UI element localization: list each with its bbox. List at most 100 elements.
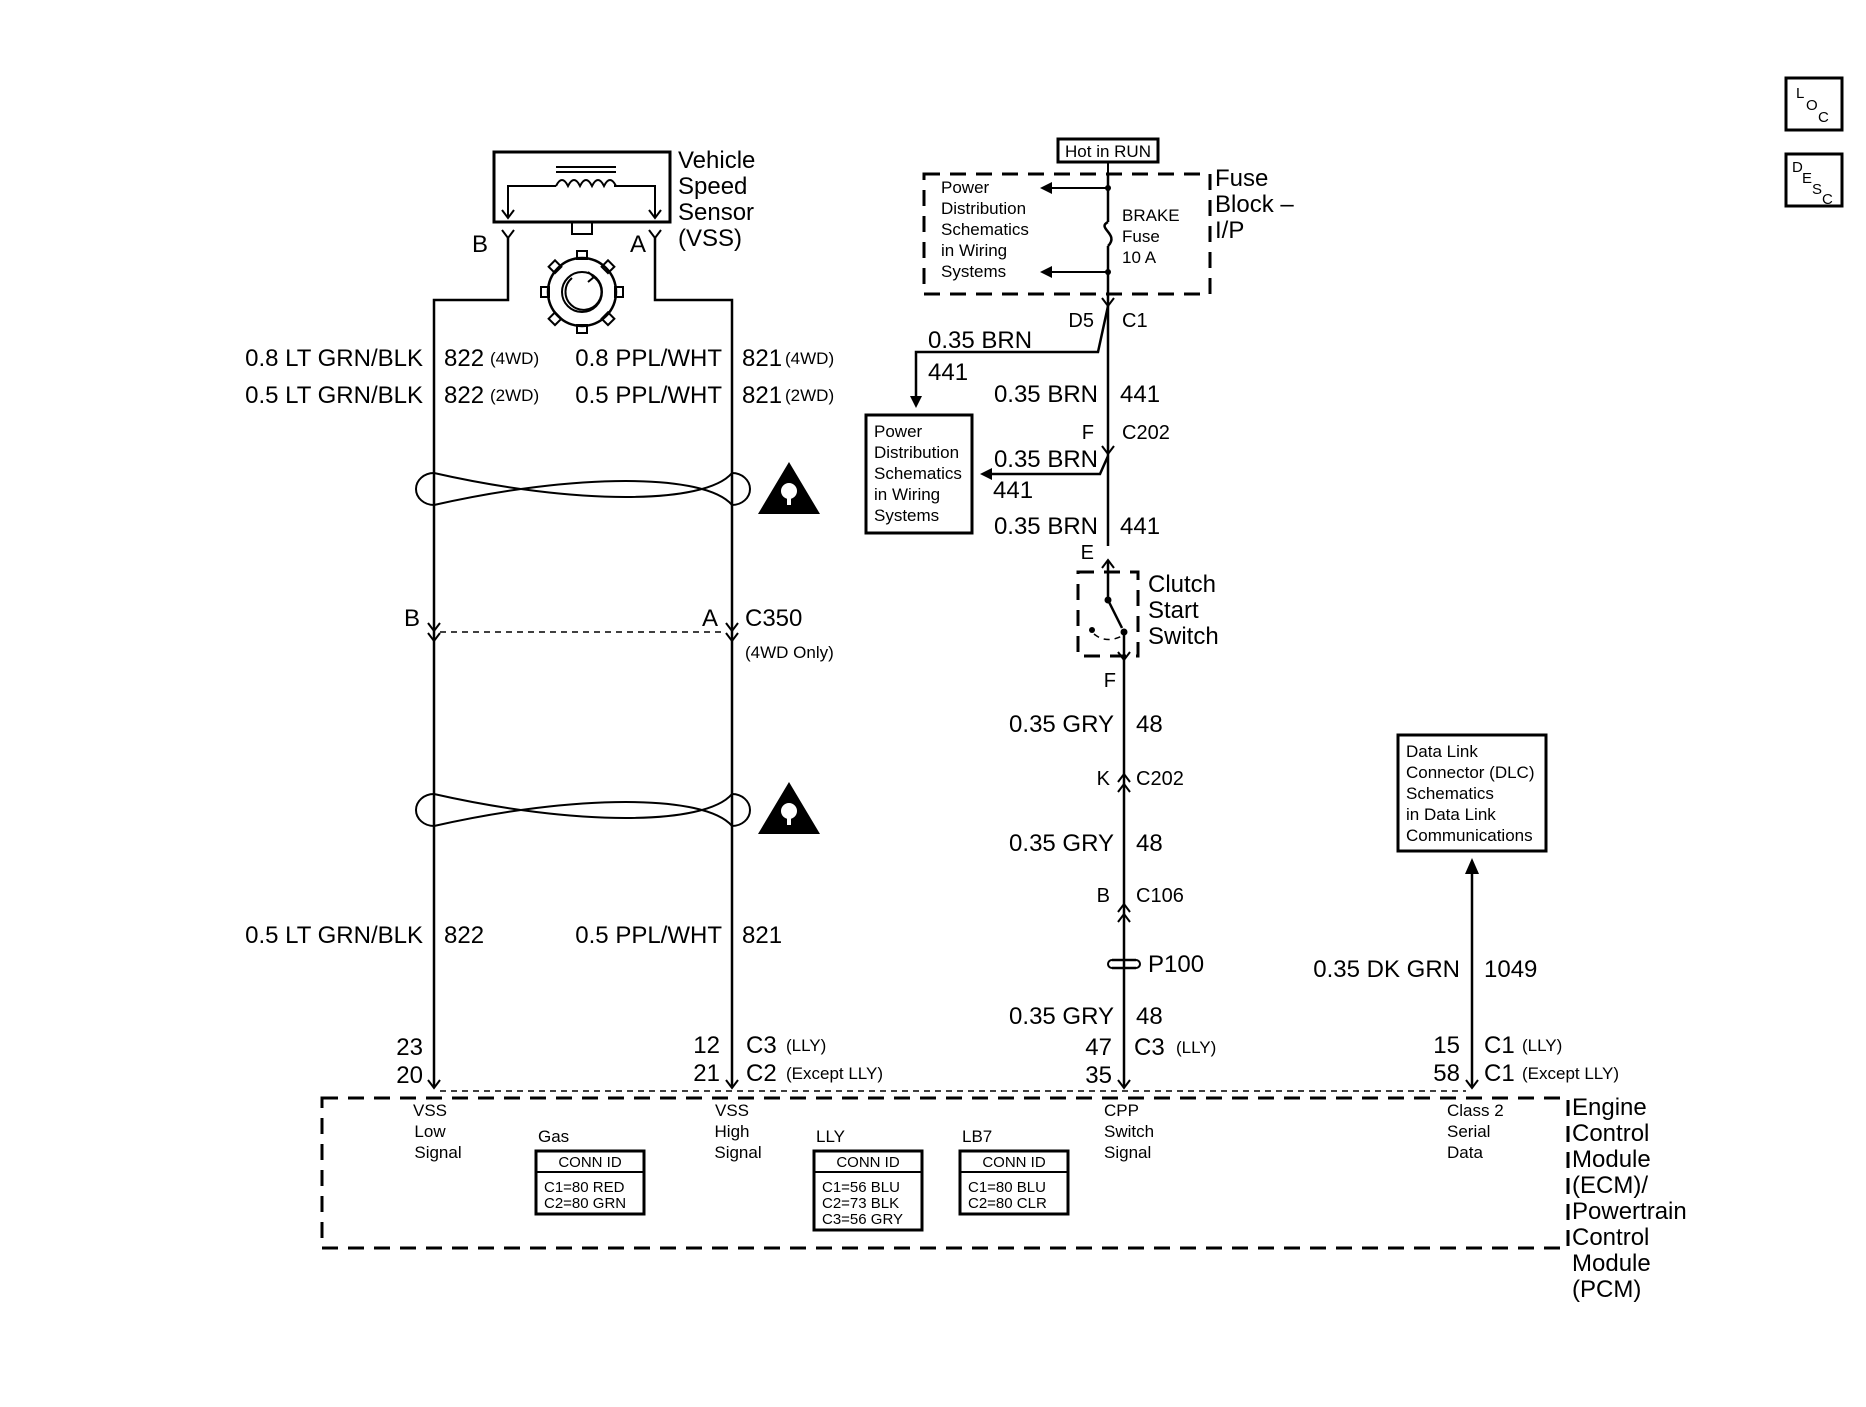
svg-text:C2=80 GRN: C2=80 GRN [544,1195,626,1212]
svg-text:0.35 GRY: 0.35 GRY [1009,1003,1114,1030]
svg-text:C3=56 GRY: C3=56 GRY [822,1211,903,1228]
svg-text:(LLY): (LLY) [1522,1036,1562,1055]
svg-text:C1: C1 [1484,1032,1515,1059]
twisted-pair-symbol [415,793,751,827]
svg-text:LB7: LB7 [962,1127,992,1146]
svg-text:Module: Module [1572,1146,1651,1173]
vss-pin-b: B [472,231,488,258]
svg-text:Fuse: Fuse [1122,227,1160,246]
svg-text:10 A: 10 A [1122,248,1157,267]
svg-text:48: 48 [1136,1003,1163,1030]
svg-text:Data: Data [1447,1143,1483,1162]
svg-text:in Wiring: in Wiring [941,241,1007,260]
svg-text:0.8 PPL/WHT: 0.8 PPL/WHT [575,345,722,372]
svg-text:Start: Start [1148,597,1199,624]
svg-text:0.35 BRN: 0.35 BRN [994,446,1098,473]
svg-text:Powertrain: Powertrain [1572,1198,1687,1225]
svg-text:CONN ID: CONN ID [558,1154,622,1171]
svg-text:0.35 BRN: 0.35 BRN [928,327,1032,354]
ecm-pin-labels: 23 20 12 21 C3 (LLY) C2 (Except LLY) 47 … [396,1032,1619,1089]
svg-text:C2=80 CLR: C2=80 CLR [968,1195,1047,1212]
svg-text:Distribution: Distribution [941,199,1026,218]
svg-text:B: B [404,605,420,632]
svg-text:(ECM)/: (ECM)/ [1572,1172,1648,1199]
svg-text:Clutch: Clutch [1148,571,1216,598]
svg-text:E: E [1802,170,1812,187]
svg-text:Gas: Gas [538,1127,569,1146]
warning-icon[interactable] [758,782,820,834]
svg-text:D: D [1792,159,1803,176]
svg-text:Hot in RUN: Hot in RUN [1065,142,1151,161]
p100-ground-splice-icon [1107,958,1141,970]
svg-text:C1=56 BLU: C1=56 BLU [822,1179,900,1196]
svg-text:58: 58 [1433,1060,1460,1087]
svg-text:P100: P100 [1148,951,1204,978]
svg-text:(4WD): (4WD) [785,349,834,368]
svg-text:Schematics: Schematics [874,464,962,483]
svg-text:C1=80 BLU: C1=80 BLU [968,1179,1046,1196]
svg-text:C2: C2 [746,1060,777,1087]
svg-text:(PCM): (PCM) [1572,1276,1641,1303]
svg-text:Serial: Serial [1447,1122,1490,1141]
reluctor-wheel-icon [540,250,624,334]
connector-c350: B A C350 (4WD Only) [404,605,834,662]
svg-text:0.35 BRN: 0.35 BRN [994,513,1098,540]
svg-text:(LLY): (LLY) [1176,1038,1216,1057]
svg-text:in Wiring: in Wiring [874,485,940,504]
svg-text:BRAKE: BRAKE [1122,206,1180,225]
svg-text:C2=73 BLK: C2=73 BLK [822,1195,899,1212]
warning-icon[interactable] [758,462,820,514]
svg-text:821: 821 [742,345,782,372]
svg-text:821: 821 [742,922,782,949]
svg-text:VSS: VSS [413,1101,447,1120]
svg-text:Signal: Signal [714,1143,761,1162]
vss-pin-a: A [630,231,646,258]
svg-text:C106: C106 [1136,885,1184,907]
svg-text:0.5 PPL/WHT: 0.5 PPL/WHT [575,922,722,949]
svg-text:S: S [1812,181,1822,198]
svg-text:0.5 LT GRN/BLK: 0.5 LT GRN/BLK [245,922,423,949]
svg-text:0.5 PPL/WHT: 0.5 PPL/WHT [575,382,722,409]
svg-text:822: 822 [444,345,484,372]
svg-text:0.8 LT GRN/BLK: 0.8 LT GRN/BLK [245,345,423,372]
svg-text:C1: C1 [1122,310,1148,332]
left-wire-labels: 0.8 LT GRN/BLK 822 (4WD) 0.8 PPL/WHT 821… [245,345,834,949]
svg-text:822: 822 [444,922,484,949]
svg-text:C3: C3 [1134,1034,1165,1061]
svg-text:441: 441 [993,477,1033,504]
svg-text:VSS: VSS [715,1101,749,1120]
fuse-icon [1103,220,1113,247]
loc-icon[interactable]: L O C [1784,76,1844,132]
svg-text:48: 48 [1136,830,1163,857]
circuit-441: 0.35 BRN 441 0.35 BRN 441 Power Distribu… [864,305,1170,546]
svg-text:C1: C1 [1484,1060,1515,1087]
svg-text:Control: Control [1572,1224,1649,1251]
svg-text:Power: Power [874,422,923,441]
svg-text:in Data Link: in Data Link [1406,805,1496,824]
svg-text:Schematics: Schematics [1406,784,1494,803]
svg-text:F: F [1104,670,1116,692]
svg-text:(4WD Only): (4WD Only) [745,643,834,662]
desc-icon[interactable]: D E S C [1784,152,1844,208]
svg-text:47: 47 [1085,1034,1112,1061]
svg-text:Distribution: Distribution [874,443,959,462]
svg-text:I/P: I/P [1215,217,1244,244]
svg-text:High: High [715,1122,750,1141]
svg-text:C350: C350 [745,605,802,632]
vehicle-speed-sensor: Vehicle Speed Sensor (VSS) B A [472,147,755,334]
svg-text:B: B [1097,885,1110,907]
svg-text:15: 15 [1433,1032,1460,1059]
svg-text:D5: D5 [1068,310,1094,332]
svg-text:CPP: CPP [1104,1101,1139,1120]
svg-text:Data Link: Data Link [1406,742,1478,761]
svg-text:Class 2: Class 2 [1447,1101,1504,1120]
svg-text:Block –: Block – [1215,191,1294,218]
svg-text:21: 21 [693,1060,720,1087]
svg-text:Switch: Switch [1104,1122,1154,1141]
svg-text:(2WD): (2WD) [490,386,539,405]
svg-text:441: 441 [1120,513,1160,540]
svg-text:0.35 GRY: 0.35 GRY [1009,830,1114,857]
svg-text:O: O [1806,97,1818,114]
svg-text:Vehicle: Vehicle [678,147,755,174]
svg-text:Communications: Communications [1406,826,1533,845]
